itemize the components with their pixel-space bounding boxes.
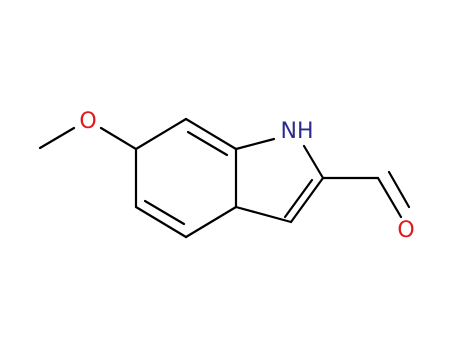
bond-c7-c7a-inner <box>186 130 229 157</box>
bond-c2-c3 <box>289 176 325 224</box>
bond-c6-c7 <box>134 117 188 151</box>
bond-oxygen-ring <box>99 126 138 151</box>
bond-c7-c7a <box>184 117 238 151</box>
bond-c4-c5 <box>134 205 188 239</box>
nitrogen-label: NH <box>281 119 314 144</box>
ether-oxygen-label: O <box>79 109 96 134</box>
bond-c2-c3-inner <box>283 178 314 219</box>
bond-n1-c2 <box>302 144 325 180</box>
bond-c7a-n1 <box>234 137 276 151</box>
bond-c4-c5-inner <box>143 199 186 226</box>
bond-aldehyde-oxygen-double <box>387 170 411 209</box>
bond-c3-c3a <box>234 205 293 224</box>
bond-methyl-oxygen <box>38 126 76 150</box>
bond-c3a-c4 <box>184 205 238 239</box>
carbonyl-oxygen-label: O <box>397 218 414 243</box>
bond-aldehyde-oxygen <box>376 176 403 219</box>
